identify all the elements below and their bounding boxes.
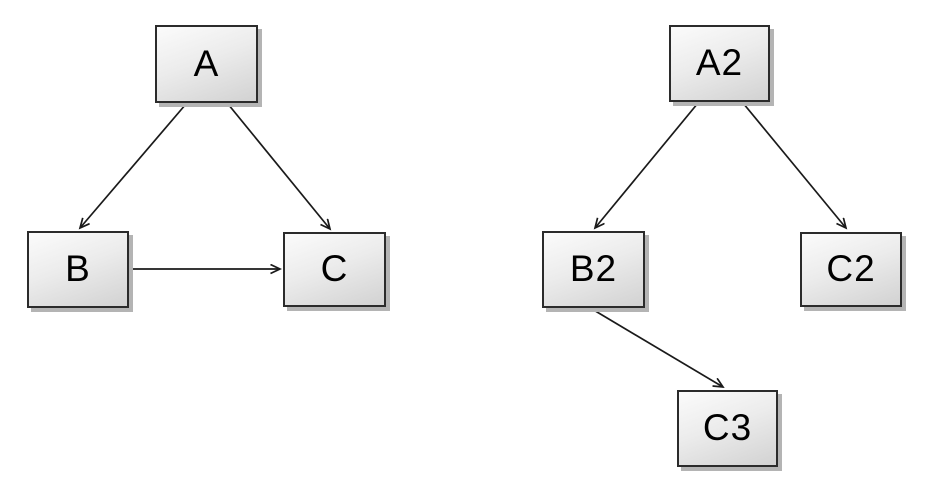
edge-A-C[interactable]: [227, 103, 330, 229]
node-label-C2: C2: [826, 248, 876, 289]
edge-A-B[interactable]: [80, 103, 187, 228]
node-label-C: C: [320, 248, 349, 289]
node-label-B2: B2: [569, 248, 618, 289]
node-label-A2: A2: [695, 42, 744, 83]
node-B2[interactable]: B2: [542, 231, 645, 308]
node-label-B: B: [65, 248, 91, 289]
node-label-A: A: [193, 42, 220, 84]
node-A2[interactable]: A2: [669, 25, 770, 102]
node-C2[interactable]: C2: [800, 232, 902, 307]
node-label-C3: C3: [702, 407, 753, 448]
node-A[interactable]: A: [155, 25, 258, 103]
node-B[interactable]: B: [27, 231, 129, 308]
edge-B2-C3[interactable]: [591, 308, 723, 387]
edge-A2-C2[interactable]: [742, 102, 846, 228]
edge-A2-B2[interactable]: [595, 102, 699, 228]
node-C[interactable]: C: [283, 232, 386, 307]
node-C3[interactable]: C3: [677, 390, 778, 467]
